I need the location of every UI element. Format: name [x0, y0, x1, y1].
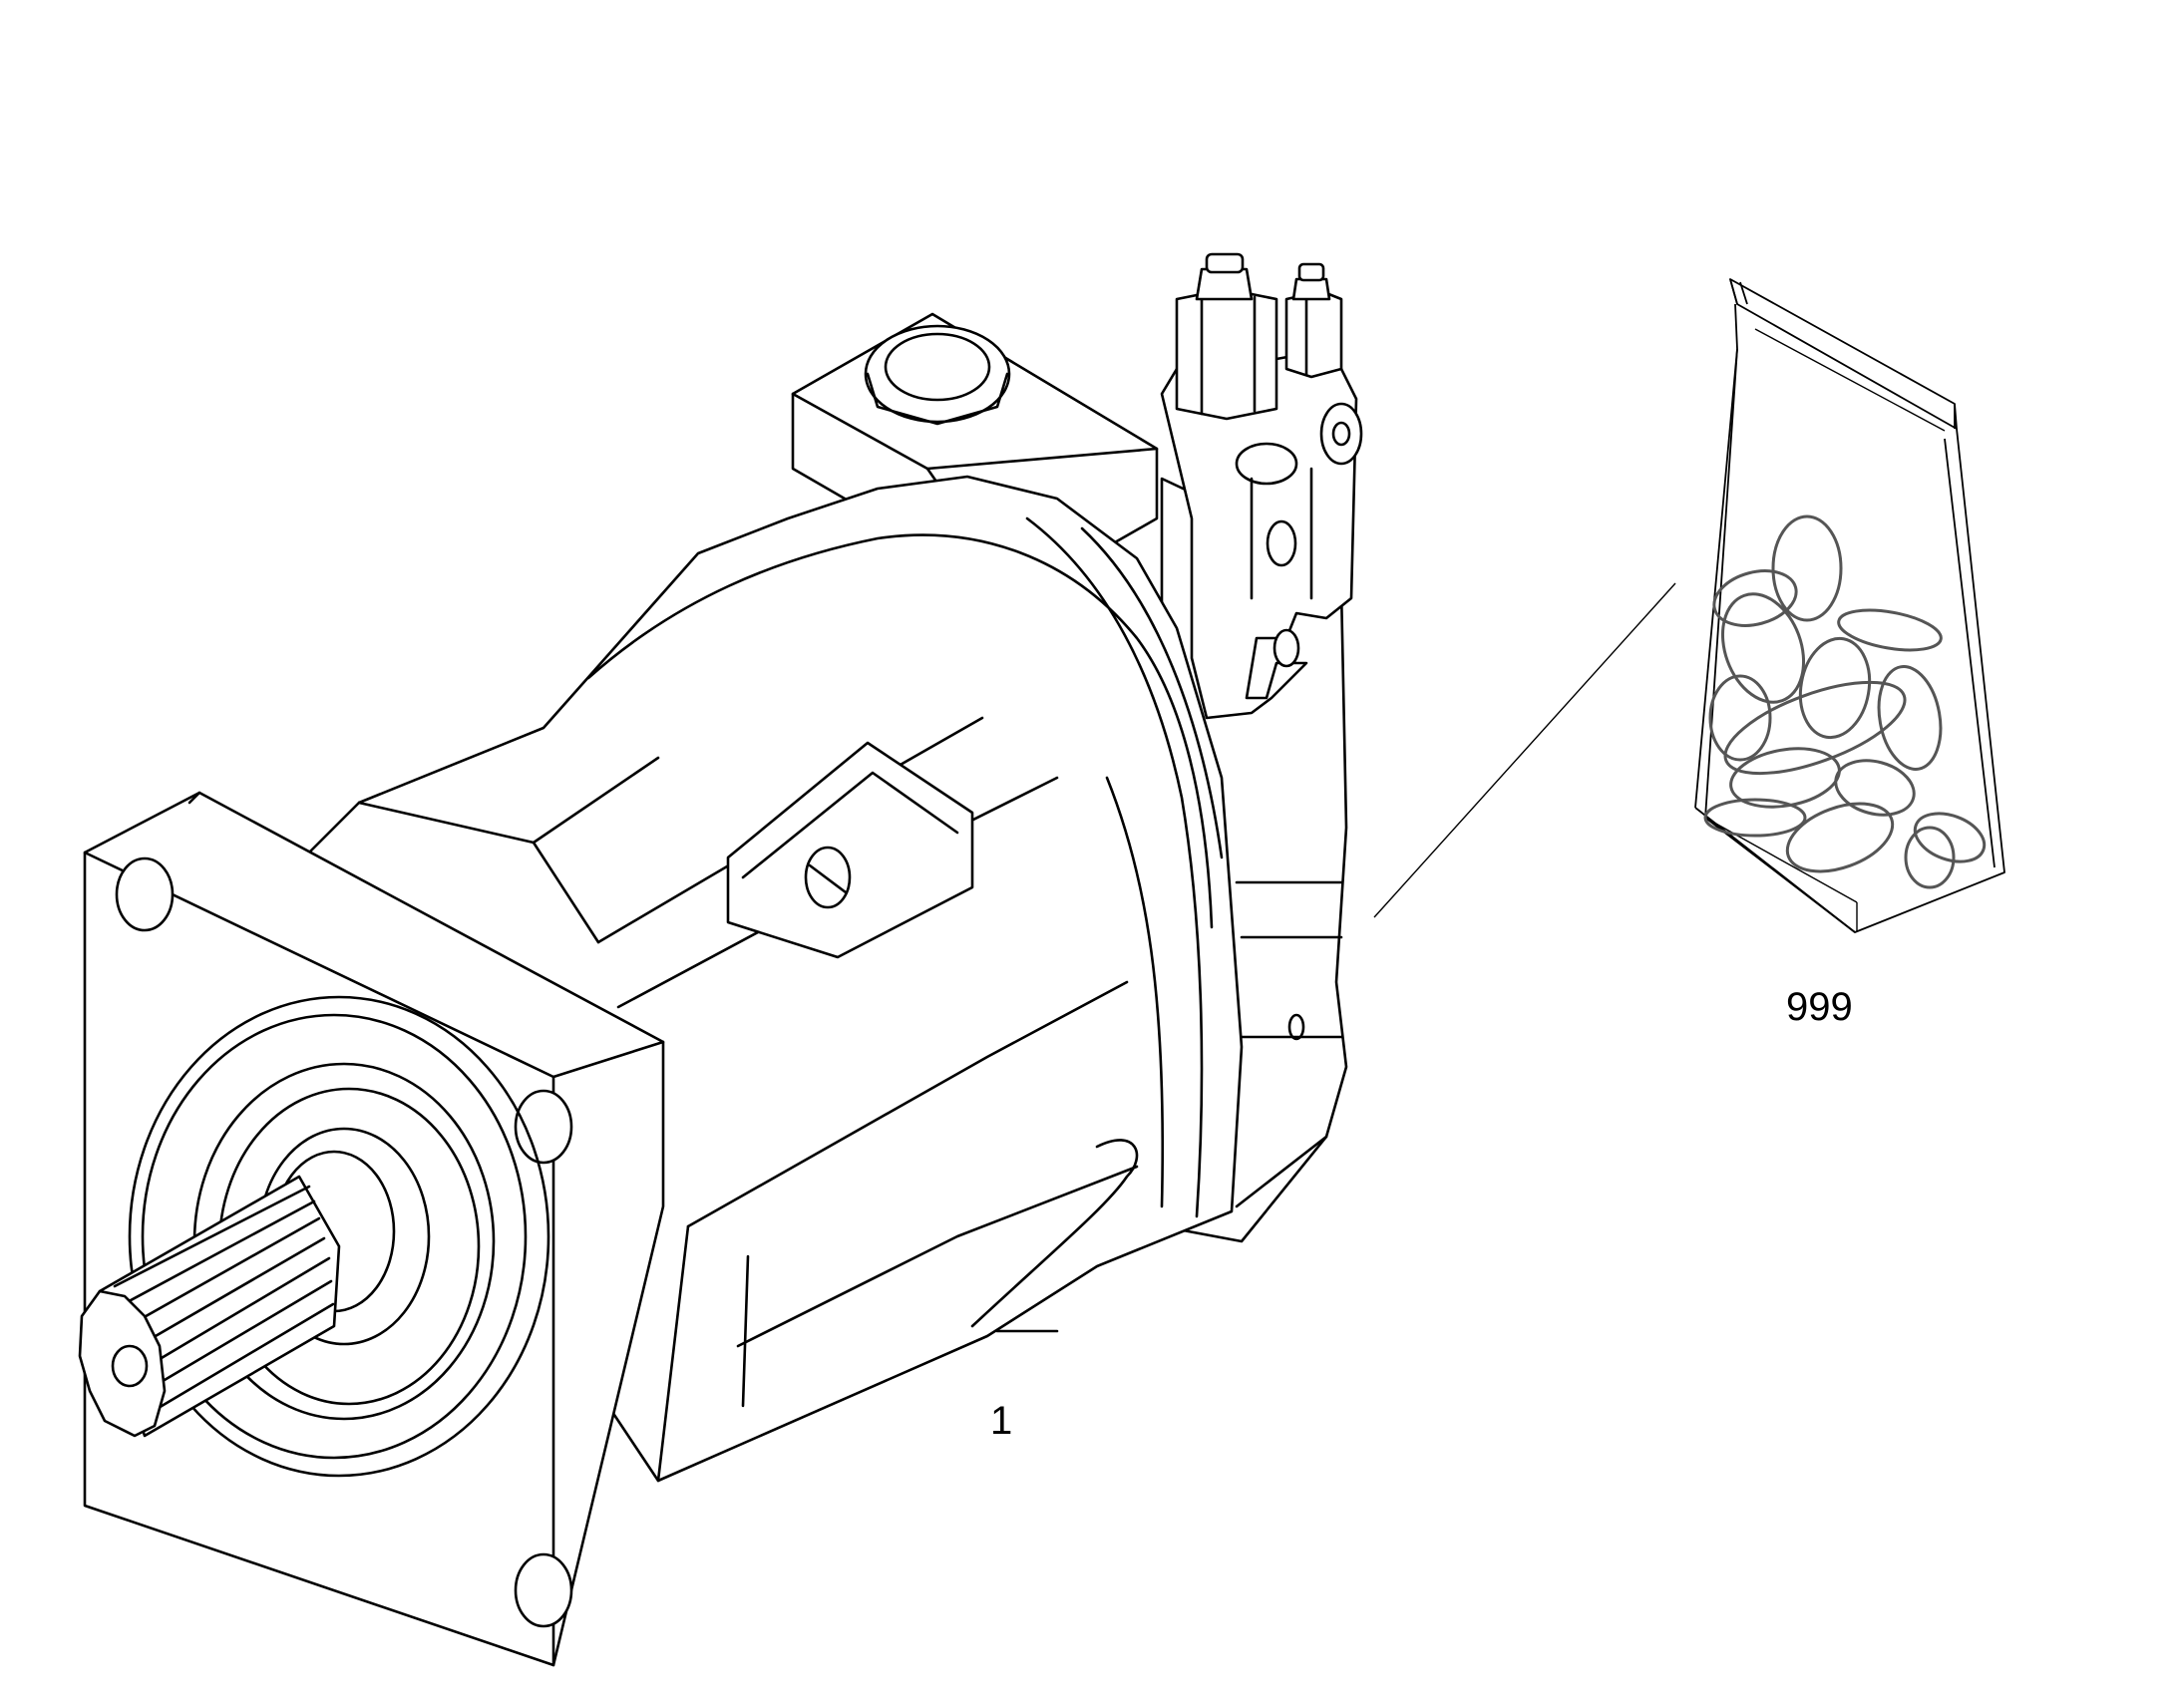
callout-label-motor: 1 — [990, 1399, 1013, 1443]
splined-shaft — [78, 1175, 341, 1438]
flange-bolt-hole — [514, 1089, 573, 1165]
housing-port — [726, 741, 974, 959]
seal-kit-bag — [1694, 278, 2005, 933]
mounting-flange — [83, 791, 665, 1667]
valve-assembly — [1160, 252, 1363, 720]
leader-line — [1373, 582, 1676, 918]
callout-label-seal-kit: 999 — [1786, 985, 1853, 1029]
hydraulic-motor — [78, 252, 1363, 1667]
o-rings — [1703, 514, 1987, 889]
flange-bolt-hole — [514, 1552, 573, 1628]
flange-bolt-hole — [115, 856, 175, 932]
